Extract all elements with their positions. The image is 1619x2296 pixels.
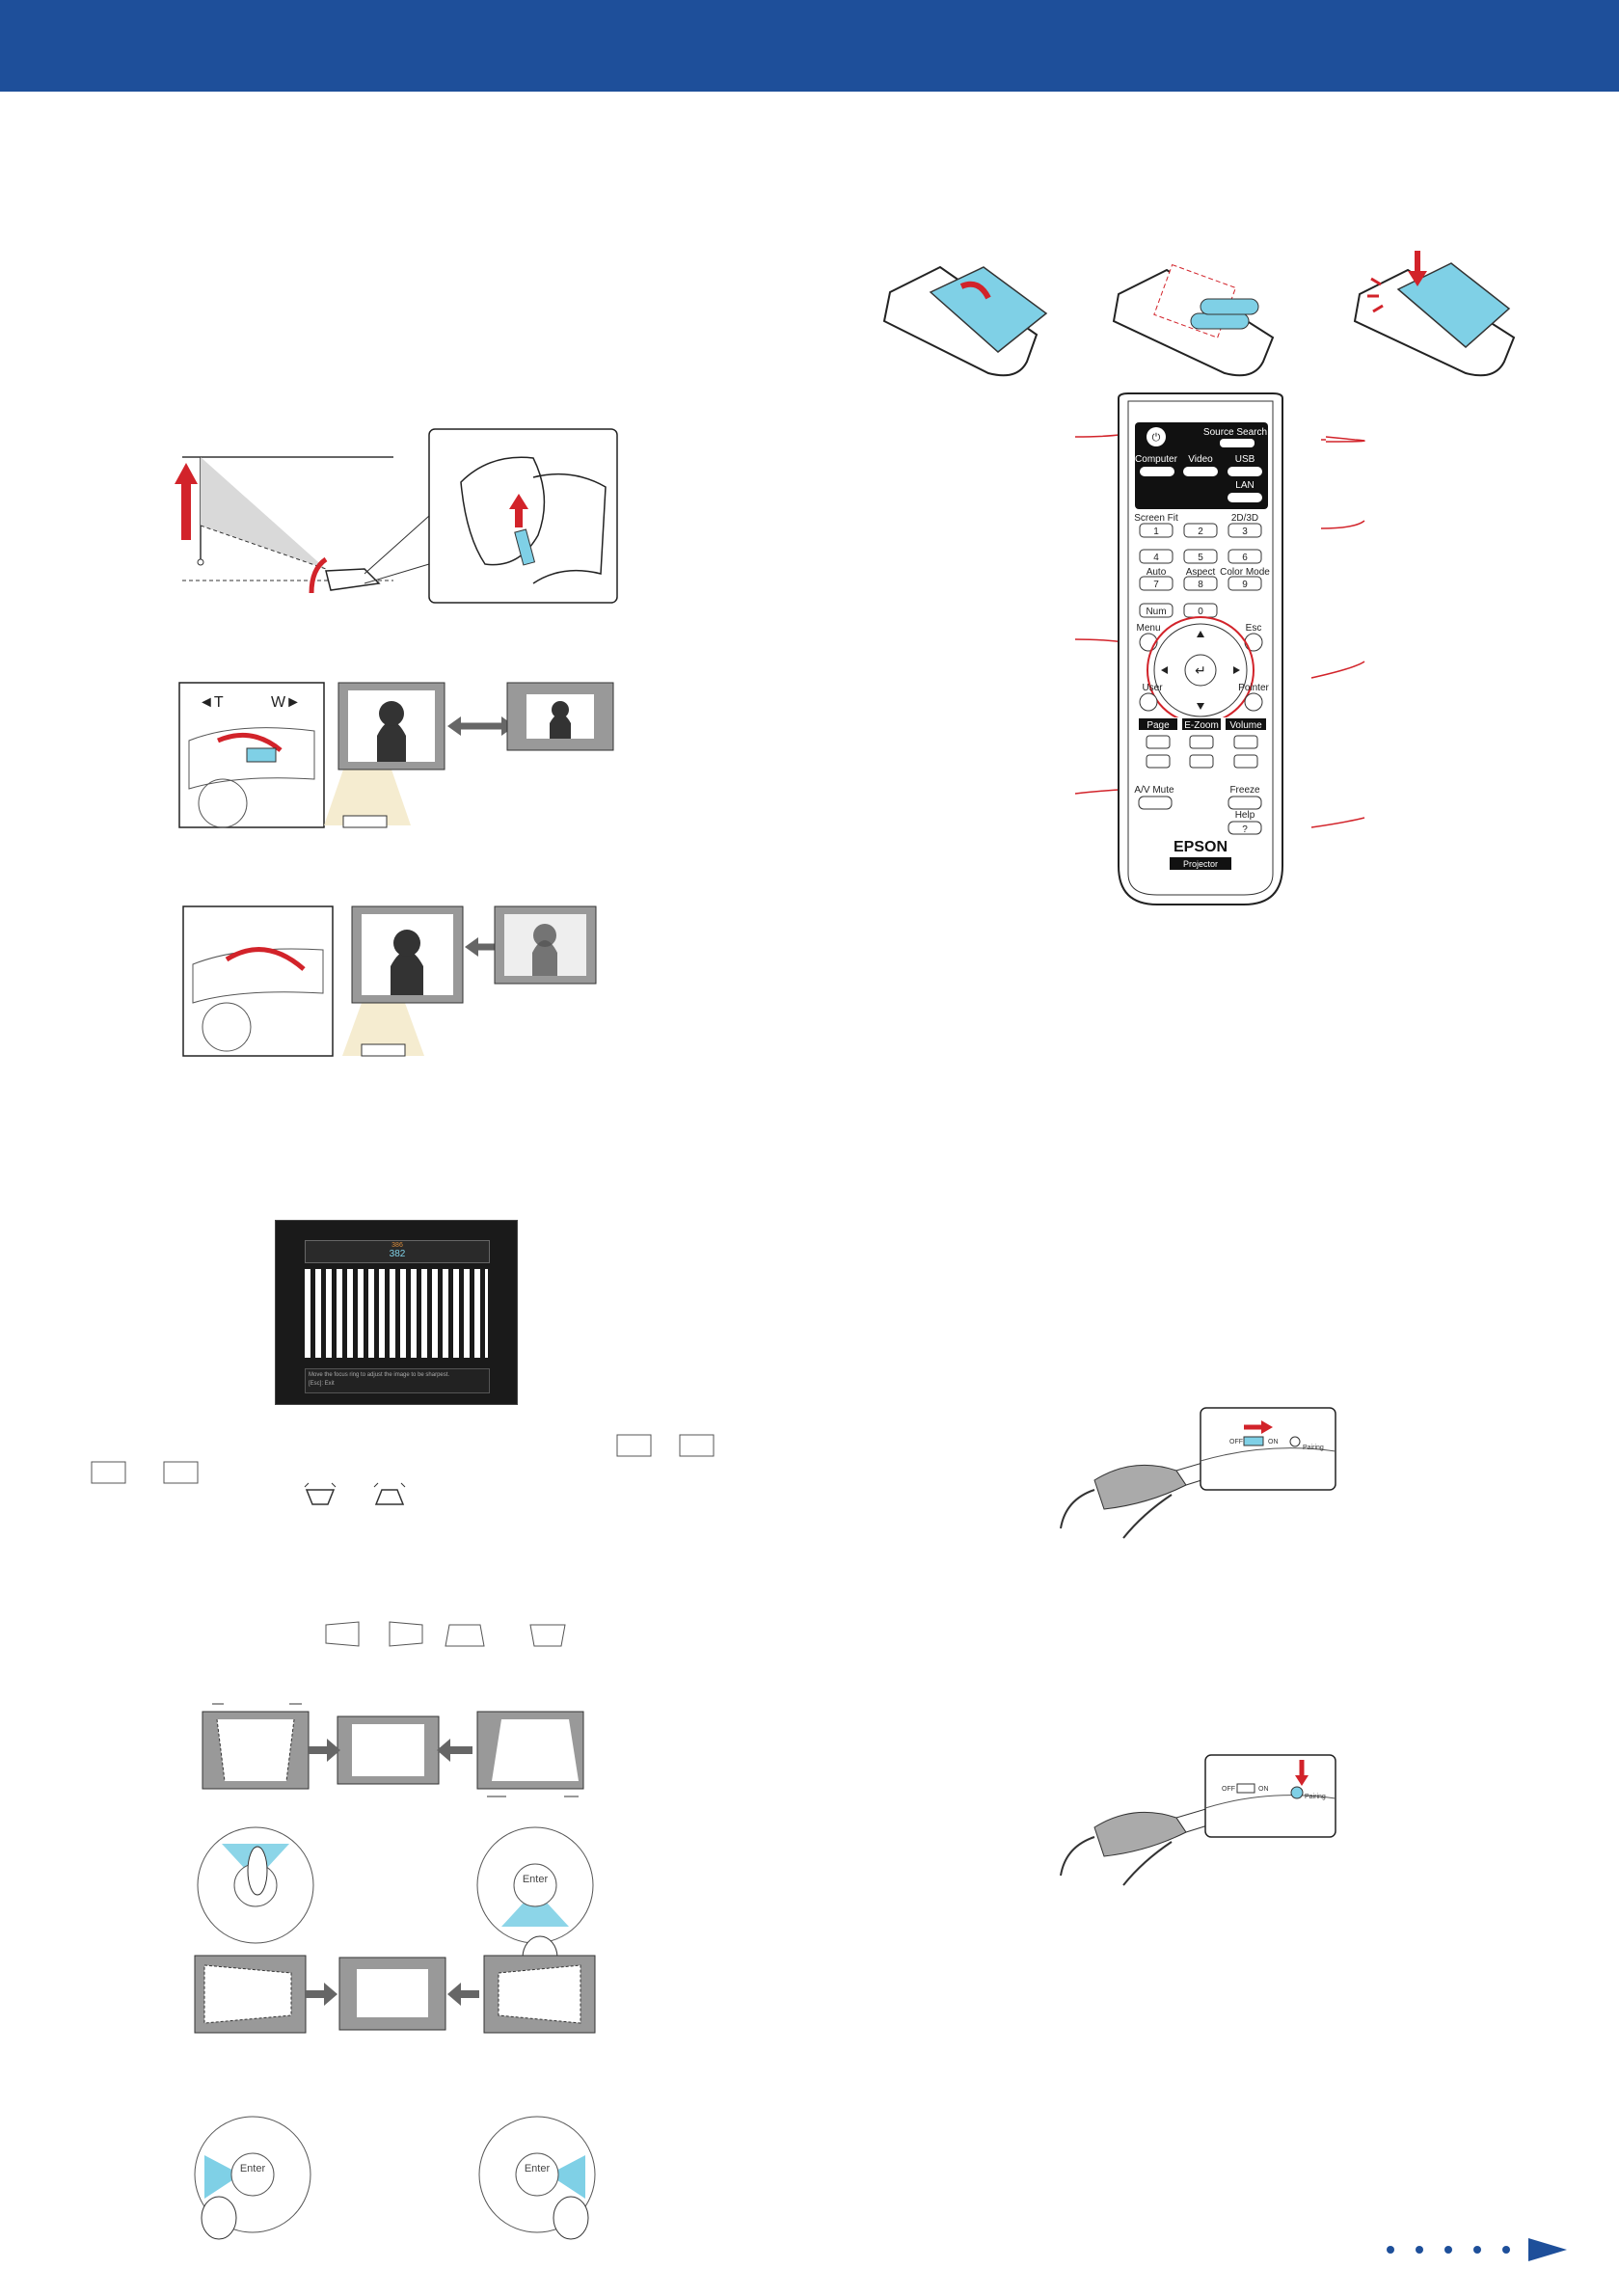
focus-top-value: 386 [391, 1242, 403, 1249]
auto-label: Auto [1147, 567, 1167, 578]
freeze-label: Freeze [1229, 785, 1260, 796]
glasses-pairing-figure: OFF ON Pairing [1060, 1754, 1336, 1886]
left-arrow-icon [1161, 666, 1168, 674]
pairing-label: Pairing [1303, 1445, 1324, 1451]
key-2: 2 [1198, 527, 1203, 537]
battery-icon [1190, 312, 1250, 330]
computer-label: Computer [1135, 454, 1178, 465]
right-arrow-icon [1233, 666, 1240, 674]
battery-step-close-cover [1353, 251, 1516, 377]
battery-steps-figure [882, 251, 1516, 377]
key-1: 1 [1153, 527, 1159, 537]
user-label: User [1142, 683, 1163, 693]
enter-label: Enter [523, 1874, 549, 1885]
arrow-icon [181, 482, 191, 540]
volume-label: Volume [1229, 720, 1262, 731]
key-5: 5 [1198, 553, 1203, 563]
focus-value: 382 [389, 1249, 406, 1259]
key-7: 7 [1153, 580, 1159, 590]
switch-on-label: ON [1268, 1439, 1279, 1445]
arrow-icon [959, 281, 991, 300]
keypad-right: Enter [478, 2116, 596, 2240]
quick-corner-icon [325, 1621, 360, 1647]
switch-off-label: OFF [1229, 1439, 1243, 1445]
header-bar [0, 0, 1619, 92]
keystone-frame-icon [616, 1434, 652, 1457]
key-8: 8 [1198, 580, 1203, 590]
key-9: 9 [1242, 580, 1248, 590]
enter-label: Enter [240, 2163, 266, 2174]
projector-label: Projector [1183, 859, 1218, 869]
enter-icon: ↵ [1195, 662, 1206, 678]
switch-off-label: OFF [1222, 1786, 1235, 1793]
quick-corner-icon [445, 1624, 485, 1647]
key-6: 6 [1242, 553, 1248, 563]
focus-adjust-screen: 386 382 Move the focus ring to adjust th… [275, 1220, 518, 1405]
aspect-label: Aspect [1186, 567, 1216, 578]
num-key: Num [1146, 607, 1166, 617]
keypad-left: Enter [194, 2116, 311, 2240]
lan-label: LAN [1235, 480, 1254, 491]
focus-value-bar: 386 382 [305, 1240, 490, 1263]
key-3: 3 [1242, 527, 1248, 537]
glasses-switch-figure: OFF ON Pairing [1060, 1407, 1336, 1539]
keystone-down-icon [305, 1489, 336, 1505]
keystone-frame-icon [91, 1461, 126, 1484]
help-key: ? [1242, 824, 1248, 835]
focus-exit: [Esc]: Exit [309, 1381, 335, 1387]
next-page-indicator[interactable] [1379, 2235, 1601, 2264]
next-arrow-icon [1528, 2238, 1567, 2261]
pointer-label: Pointer [1238, 683, 1269, 693]
keystone-inline-icons [91, 1434, 715, 1647]
source-search-label: Source Search [1203, 427, 1267, 438]
keystone-frame-icon [679, 1434, 715, 1457]
battery-step-insert [1112, 263, 1275, 377]
focus-message: Move the focus ring to adjust the image … [309, 1372, 450, 1378]
av-mute-label: A/V Mute [1134, 785, 1174, 796]
epson-logo: EPSON [1174, 839, 1228, 855]
focus-figure [182, 905, 597, 1057]
height-adjust-figure [175, 428, 618, 604]
power-icon: ⏻ [1152, 432, 1161, 444]
2d3d-label: 2D/3D [1231, 513, 1258, 524]
key-0: 0 [1198, 607, 1203, 617]
usb-label: USB [1235, 454, 1255, 465]
horizontal-keystone-figure: Enter Enter [194, 1955, 596, 2240]
video-label: Video [1188, 454, 1213, 465]
switch-on-label: ON [1258, 1786, 1269, 1793]
vertical-keystone-figure: Enter [197, 1703, 594, 1980]
wide-label: W► [271, 694, 301, 711]
page-label: Page [1147, 720, 1170, 731]
screen-fit-label: Screen Fit [1134, 513, 1178, 524]
color-mode-label: Color Mode [1220, 567, 1270, 578]
pairing-label: Pairing [1305, 1794, 1326, 1800]
zoom-figure: ◄T W► [178, 682, 614, 828]
quick-corner-icon [389, 1621, 423, 1647]
remote-control: ⏻ Source Search Computer Video USB LAN S… [1074, 392, 1365, 905]
tele-label: ◄T [199, 694, 224, 711]
key-4: 4 [1153, 553, 1159, 563]
ezoom-label: E-Zoom [1184, 720, 1219, 731]
keystone-up-icon [374, 1489, 405, 1505]
menu-label: Menu [1136, 623, 1160, 634]
help-label: Help [1235, 810, 1255, 821]
battery-icon [1200, 298, 1259, 315]
power-button-shape [1147, 427, 1166, 446]
battery-step-open-cover [882, 265, 1048, 377]
focus-message-box: Move the focus ring to adjust the image … [305, 1368, 490, 1393]
keypad-left [197, 1826, 314, 1944]
quick-corner-icon [529, 1624, 566, 1647]
up-arrow-icon [1197, 631, 1204, 637]
esc-label: Esc [1246, 623, 1262, 634]
keystone-frame-icon [163, 1461, 199, 1484]
enter-label: Enter [525, 2163, 551, 2174]
focus-test-pattern [305, 1269, 488, 1358]
down-arrow-icon [1197, 703, 1204, 710]
